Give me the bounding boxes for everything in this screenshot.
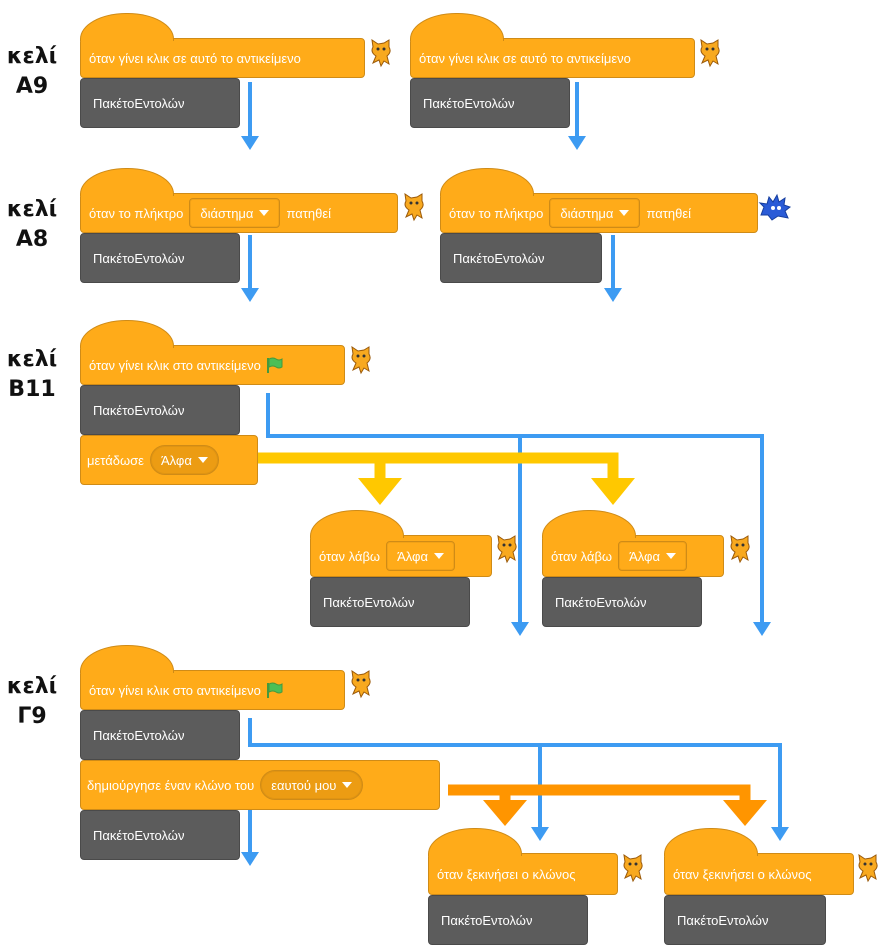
block-label-prefix: όταν το πλήκτρο [449,205,544,221]
dropdown-value: διάστημα [200,205,254,221]
script-pack-block[interactable]: ΠακέτοΕντολών [80,385,240,435]
block-label: ΠακέτοΕντολών [453,250,545,266]
block-label-suffix: πατηθεί [646,205,692,221]
block-label: δημιούργησε έναν κλώνο του [87,777,255,793]
block-label: ΠακέτοΕντολών [323,594,415,610]
dropdown-value: διάστημα [560,205,614,221]
script-pack-block[interactable]: ΠακέτοΕντολών [80,710,240,760]
block-label-suffix: πατηθεί [286,205,332,221]
when-clone-starts-block[interactable]: όταν ξεκινήσει ο κλώνος [428,828,618,895]
blue-arrow-heads [241,136,789,866]
block-label: μετάδωσε [87,452,144,468]
when-receive-block[interactable]: όταν λάβω Άλφα [310,510,492,577]
key-dropdown[interactable]: διάστημα [189,198,281,228]
cat-sprite-icon [404,193,424,222]
message-dropdown[interactable]: Άλφα [386,541,455,571]
cat-sprite-icon [351,670,371,699]
block-label: ΠακέτοΕντολών [93,95,185,111]
block-label: ΠακέτοΕντολών [93,402,185,418]
cell-label-b11: κελί Β11 [2,345,62,405]
cat-sprite-icon [351,346,371,375]
cell-label-a9: κελί Α9 [2,42,62,102]
dropdown-arrow-icon [197,457,208,463]
script-pack-block[interactable]: ΠακέτοΕντολών [428,895,588,945]
block-label: ΠακέτοΕντολών [93,250,185,266]
when-receive-block[interactable]: όταν λάβω Άλφα [542,510,724,577]
cat-sprite-icon [700,39,720,68]
cell-label-word: κελί [6,674,58,699]
when-sprite-clicked-block[interactable]: όταν γίνει κλικ σε αυτό το αντικείμενο [80,13,365,78]
when-flag-clicked-block[interactable]: όταν γίνει κλικ στο αντικείμενο [80,320,345,385]
blue-flow-arrows [248,82,782,855]
cell-label-g9: κελί Γ9 [2,672,62,732]
cat-sprite-icon [858,854,878,883]
cat-sprite-icon [371,39,391,68]
block-label: ΠακέτοΕντολών [555,594,647,610]
script-pack-block[interactable]: ΠακέτοΕντολών [440,233,602,283]
broadcast-block[interactable]: μετάδωσε Άλφα [80,435,258,485]
dropdown-value: Άλφα [397,548,428,564]
cell-label-code: Γ9 [17,704,47,729]
block-label: όταν γίνει κλικ στο αντικείμενο [89,357,261,373]
block-label: όταν γίνει κλικ στο αντικείμενο [89,682,261,698]
clone-target-dropdown[interactable]: εαυτού μου [260,770,364,800]
block-label: όταν γίνει κλικ σε αυτό το αντικείμενο [419,50,631,66]
block-label: όταν ξεκινήσει ο κλώνος [673,866,812,882]
when-key-pressed-block[interactable]: όταν το πλήκτρο διάστημα πατηθεί [80,168,398,233]
block-label: ΠακέτοΕντολών [93,827,185,843]
broadcast-arrow-heads [358,478,635,505]
block-label: όταν λάβω [551,548,613,564]
block-label: όταν ξεκινήσει ο κλώνος [437,866,576,882]
block-label: όταν λάβω [319,548,381,564]
dropdown-arrow-icon [665,553,676,559]
cell-label-word: κελί [6,347,58,372]
block-label: όταν γίνει κλικ σε αυτό το αντικείμενο [89,50,301,66]
script-pack-block[interactable]: ΠακέτοΕντολών [310,577,470,627]
broadcast-arrows [258,452,619,482]
script-pack-block[interactable]: ΠακέτοΕντολών [80,233,240,283]
block-label: ΠακέτοΕντολών [423,95,515,111]
when-clone-starts-block[interactable]: όταν ξεκινήσει ο κλώνος [664,828,854,895]
script-pack-block[interactable]: ΠακέτοΕντολών [80,78,240,128]
cell-label-word: κελί [6,197,58,222]
when-key-pressed-block[interactable]: όταν το πλήκτρο διάστημα πατηθεί [440,168,758,233]
script-pack-block[interactable]: ΠακέτοΕντολών [80,810,240,860]
dropdown-value: εαυτού μου [271,777,337,793]
block-label: ΠακέτοΕντολών [677,912,769,928]
cat-sprite-icon [497,535,517,564]
block-label: ΠακέτοΕντολών [441,912,533,928]
dropdown-arrow-icon [433,553,444,559]
dropdown-value: Άλφα [629,548,660,564]
block-label-prefix: όταν το πλήκτρο [89,205,184,221]
green-flag-icon [266,357,283,373]
message-dropdown[interactable]: Άλφα [149,445,219,475]
cat-sprite-icon [623,854,643,883]
cell-label-code: Α8 [15,227,49,252]
green-flag-icon [266,682,283,698]
cell-label-code: Β11 [8,377,56,402]
script-pack-block[interactable]: ΠακέτοΕντολών [664,895,826,945]
block-label: ΠακέτοΕντολών [93,727,185,743]
script-pack-block[interactable]: ΠακέτοΕντολών [542,577,702,627]
when-sprite-clicked-block[interactable]: όταν γίνει κλικ σε αυτό το αντικείμενο [410,13,695,78]
blue-monster-sprite-icon [758,193,792,221]
create-clone-block[interactable]: δημιούργησε έναν κλώνο του εαυτού μου [80,760,440,810]
dropdown-arrow-icon [342,782,353,788]
cat-sprite-icon [730,535,750,564]
message-dropdown[interactable]: Άλφα [618,541,687,571]
when-flag-clicked-block[interactable]: όταν γίνει κλικ στο αντικείμενο [80,645,345,710]
cell-label-a8: κελί Α8 [2,195,62,255]
dropdown-value: Άλφα [160,452,192,468]
key-dropdown[interactable]: διάστημα [549,198,641,228]
dropdown-arrow-icon [259,210,270,216]
cell-label-code: Α9 [15,74,49,99]
clone-arrow-heads [483,800,767,826]
script-pack-block[interactable]: ΠακέτοΕντολών [410,78,570,128]
cell-label-word: κελί [6,44,58,69]
dropdown-arrow-icon [619,210,630,216]
